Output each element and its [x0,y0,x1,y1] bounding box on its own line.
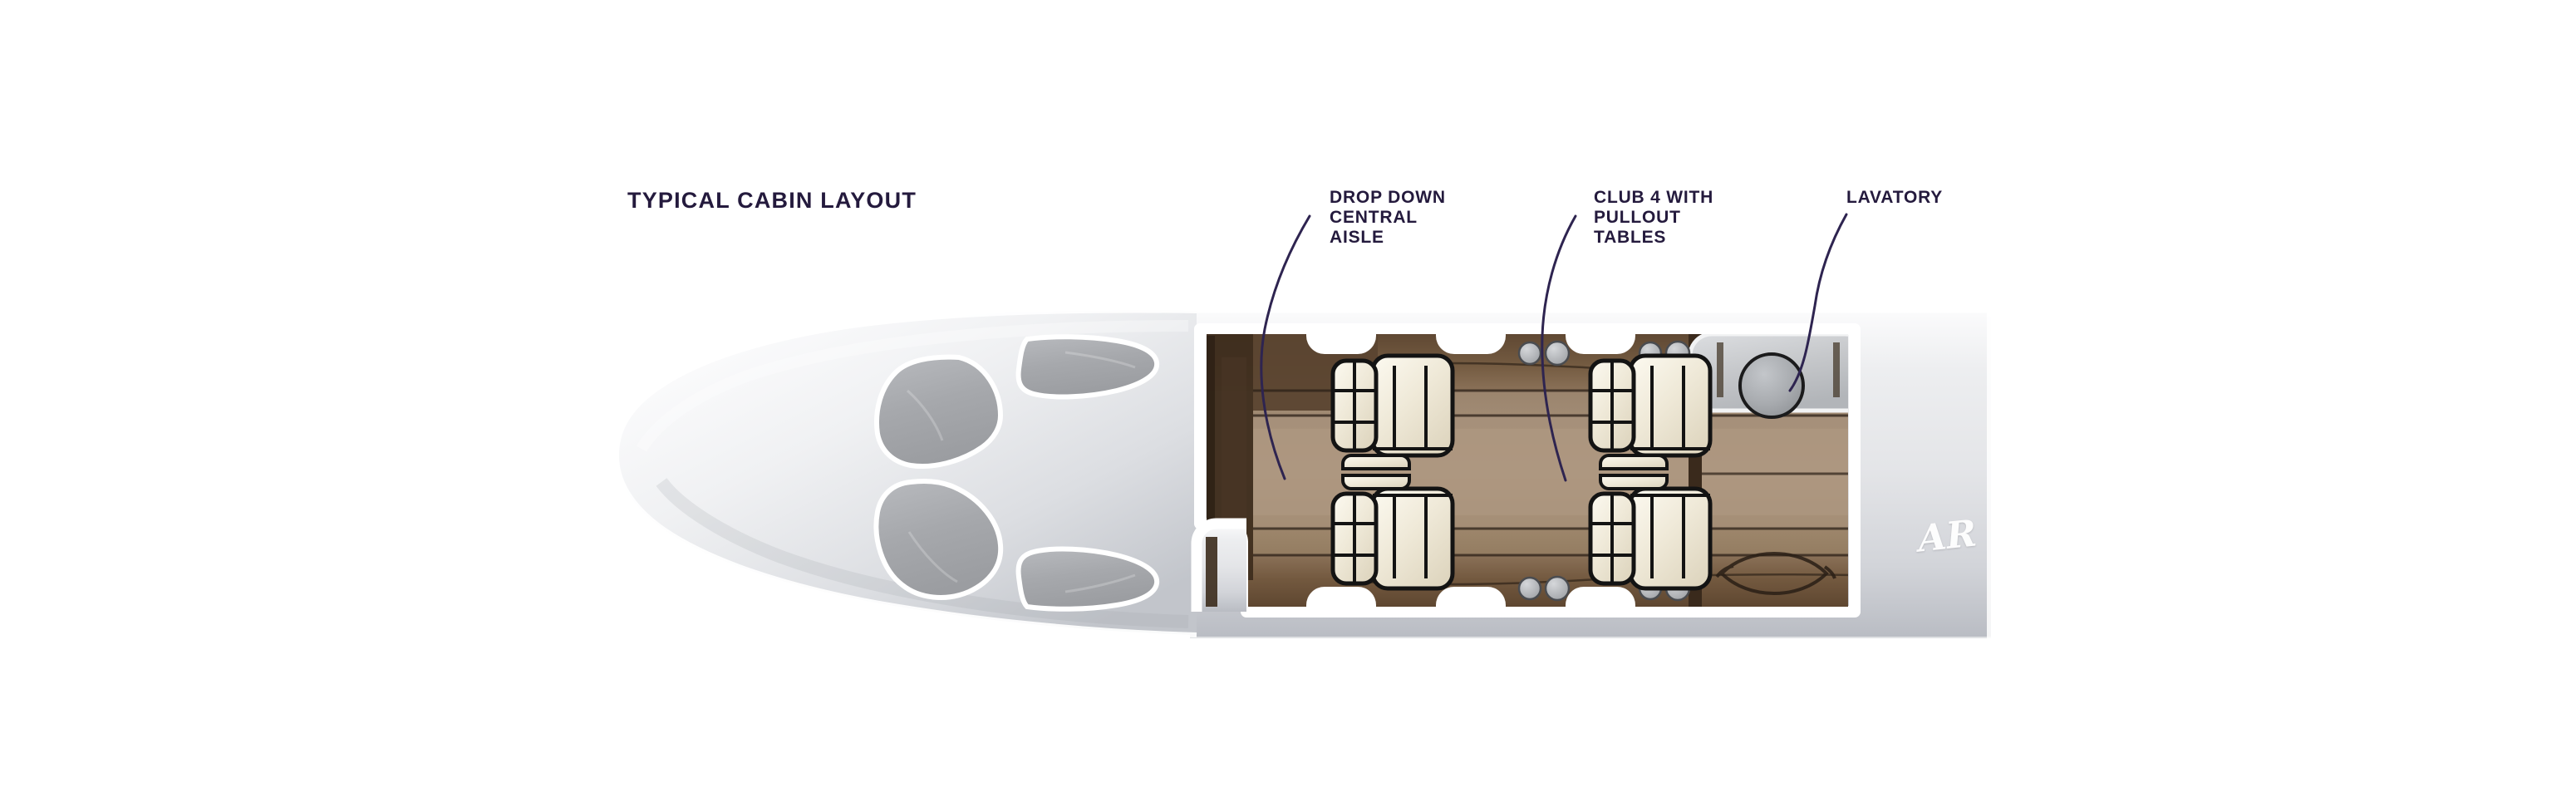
side-window-lower [1015,546,1160,612]
seat-forward-right [1588,353,1713,470]
cabin-interior [1191,323,1861,618]
annotation-label-club-4-with-pullout-tables: CLUB 4 WITH PULLOUT TABLES [1594,188,1714,248]
seat-aft-right [1588,474,1713,591]
page-title: TYPICAL CABIN LAYOUT [627,188,917,213]
windscreen-lower-main [873,478,1004,600]
side-window-upper [1015,334,1160,400]
pullout-table [1599,454,1669,470]
leader-lines [1260,213,1848,482]
pullout-table [1341,454,1411,470]
windscreen-upper-main [874,354,1004,469]
annotation-label-drop-down-central-aisle: DROP DOWN CENTRAL AISLE [1330,188,1446,248]
cockpit-windows [873,334,1160,612]
cabin-window-recesses [1306,327,1635,613]
leader-club-4-with-pullout-tables [1541,214,1577,482]
lavatory-room [1688,334,1848,419]
sink-basin [1715,552,1836,595]
toilet [1738,352,1805,419]
entry-door [1191,518,1246,612]
seat-forward-left [1330,353,1455,470]
pullout-table [1341,474,1411,490]
leader-lavatory [1788,213,1848,392]
leader-drop-down-central-aisle [1260,214,1311,480]
pullout-table [1599,474,1669,490]
seat-aft-left [1330,474,1455,591]
annotation-label-lavatory: LAVATORY [1846,188,1944,207]
